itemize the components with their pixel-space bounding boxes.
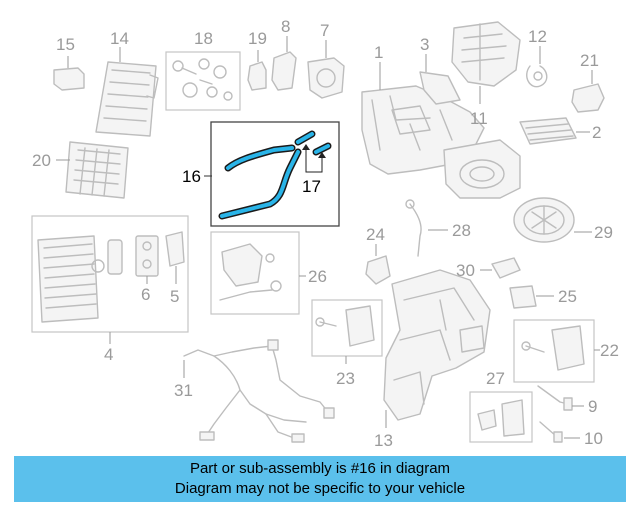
callout-19: 19	[248, 29, 267, 48]
part-22	[521, 325, 600, 371]
callout-4: 4	[104, 345, 113, 364]
part-13	[383, 269, 491, 428]
part-16-box	[210, 121, 340, 227]
part-21	[571, 70, 605, 113]
callout-21: 21	[580, 51, 599, 70]
callout-2: 2	[592, 123, 601, 142]
callout-14: 14	[110, 29, 129, 48]
part-18-box	[165, 51, 241, 111]
part-17-leader	[302, 144, 326, 173]
part-28	[405, 199, 448, 257]
callout-22: 22	[600, 341, 619, 360]
callout-30: 30	[456, 261, 475, 280]
part-26	[219, 243, 306, 301]
callout-17: 17	[302, 177, 321, 196]
part-5	[165, 231, 185, 284]
callout-28: 28	[452, 221, 471, 240]
banner-line-2: Diagram may not be specific to your vehi…	[174, 480, 466, 497]
callout-9: 9	[588, 397, 597, 416]
part-2	[519, 117, 590, 145]
part-12	[526, 46, 548, 88]
callout-27: 27	[486, 369, 505, 388]
part-25	[509, 285, 554, 309]
callout-6: 6	[141, 285, 150, 304]
part-24	[365, 244, 391, 285]
callout-23: 23	[336, 369, 355, 388]
part-6	[107, 235, 159, 284]
part-10	[539, 421, 580, 443]
part-29	[513, 197, 592, 243]
callout-16: 16	[182, 167, 201, 186]
part-7	[307, 40, 345, 99]
part-14	[95, 47, 159, 137]
part-18	[172, 58, 233, 101]
part-19	[247, 50, 267, 91]
part-9	[537, 385, 584, 411]
part-27-box	[469, 391, 533, 443]
callout-11: 11	[470, 109, 488, 128]
part-23-box	[311, 299, 383, 357]
callout-8: 8	[281, 17, 290, 36]
callout-10: 10	[584, 429, 603, 448]
info-banner: Part or sub-assembly is #16 in diagram D…	[14, 456, 626, 502]
callout-24: 24	[366, 225, 385, 244]
part-22-box	[513, 319, 595, 383]
part-20	[56, 141, 129, 199]
callout-18: 18	[194, 29, 213, 48]
callout-1: 1	[374, 43, 383, 62]
part-31	[183, 339, 335, 443]
callout-13: 13	[374, 431, 393, 450]
callout-25: 25	[558, 287, 577, 306]
callout-12: 12	[528, 27, 547, 46]
part-15	[53, 56, 85, 91]
callout-3: 3	[420, 35, 429, 54]
part-26-box	[210, 231, 300, 315]
callout-29: 29	[594, 223, 613, 242]
part-30	[480, 257, 521, 279]
callout-7: 7	[320, 21, 329, 40]
part-3	[419, 54, 461, 105]
part-4	[37, 235, 111, 344]
part-23	[315, 305, 375, 364]
callout-26: 26	[308, 267, 327, 286]
callout-20: 20	[32, 151, 51, 170]
callout-15: 15	[56, 35, 75, 54]
callout-5: 5	[170, 287, 179, 306]
part-blower-housing	[443, 139, 521, 199]
callout-31: 31	[174, 381, 193, 400]
part-11	[451, 21, 521, 104]
banner-line-1: Part or sub-assembly is #16 in diagram	[189, 460, 451, 477]
part-8	[271, 36, 297, 91]
part-27	[477, 399, 525, 437]
ac-line-part-16	[218, 130, 332, 220]
